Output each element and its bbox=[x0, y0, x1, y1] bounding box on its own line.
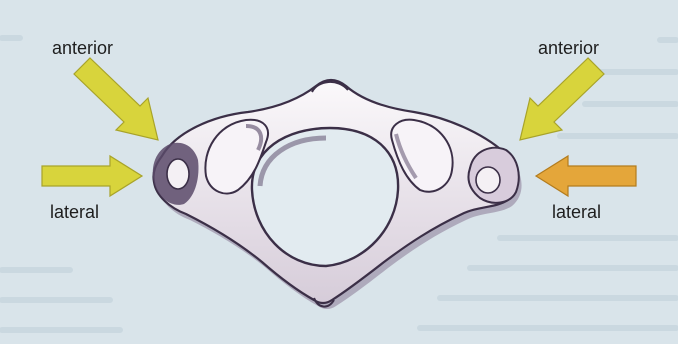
label-lateral-left: lateral bbox=[50, 202, 99, 223]
left-transverse-foramen bbox=[167, 159, 189, 189]
label-anterior-right: anterior bbox=[538, 38, 599, 59]
label-anterior-left: anterior bbox=[52, 38, 113, 59]
label-lateral-right: lateral bbox=[552, 202, 601, 223]
right-transverse-foramen bbox=[476, 167, 500, 193]
